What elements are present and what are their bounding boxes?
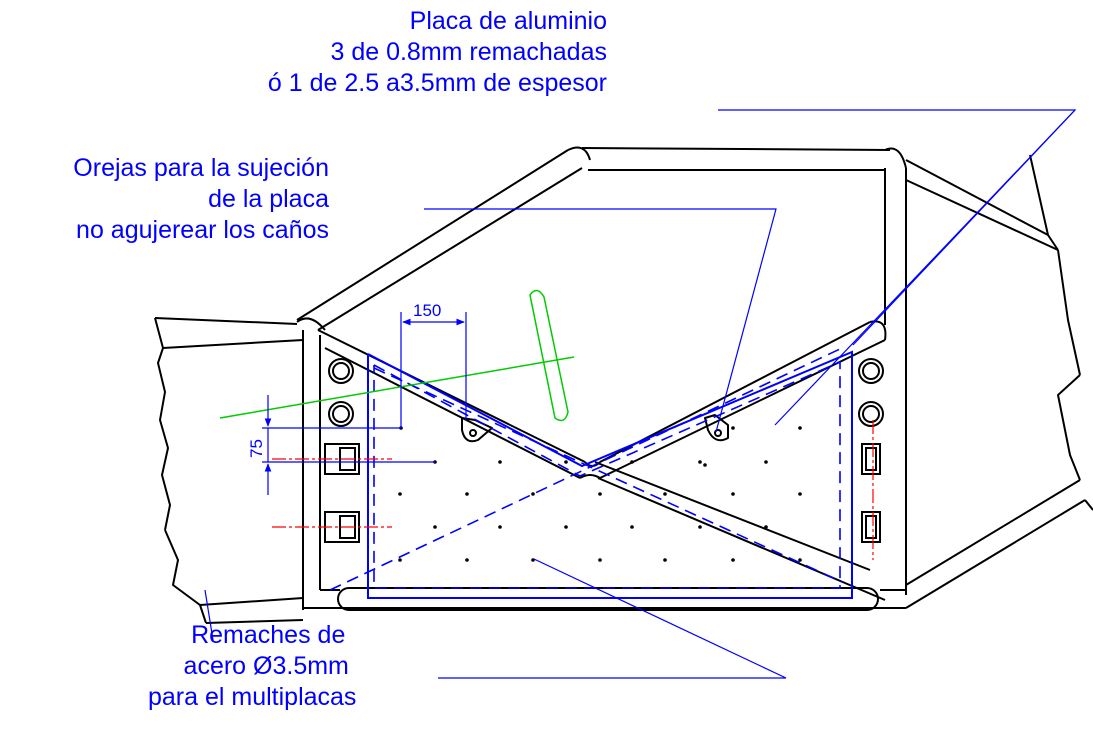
note-aluminum-plate-line: Placa de aluminio [409, 7, 607, 35]
note-ears-line: no agujerear los caños [76, 216, 329, 244]
reference-lines [219, 289, 575, 422]
left-vertical-tube [296, 317, 326, 610]
left-ear [461, 417, 493, 443]
left-tube-fittings [324, 358, 360, 543]
right-vertical-tube [884, 147, 907, 595]
note-aluminum-plate-line: 3 de 0.8mm remachadas [330, 38, 607, 66]
right-ear [704, 414, 729, 442]
centerlines [272, 420, 874, 560]
note-rivets-line: acero Ø3.5mm [183, 652, 349, 680]
upper-left-diagonal-tube [296, 146, 591, 331]
note-rivets: Remaches de acero Ø3.5mm para el multipl… [148, 620, 356, 713]
lower-right-diagonal-tube [905, 374, 1093, 609]
upper-right-diagonal-tube [905, 154, 1081, 376]
note-aluminum-plate: Placa de aluminio 3 de 0.8mm remachadas … [268, 6, 607, 99]
note-rivets-line: para el multiplacas [148, 683, 357, 711]
note-ears-line: de la placa [208, 185, 329, 213]
dimension-75-label: 75 [247, 439, 266, 458]
dimension-150-label: 150 [413, 301, 441, 320]
plate-dashed-lines [329, 347, 843, 591]
note-aluminum-plate-line: ó 1 de 2.5 a3.5mm de espesor [267, 69, 607, 97]
left-tube [154, 317, 304, 624]
plate-outline [367, 350, 853, 599]
dimension-75 [262, 395, 435, 495]
top-tube [581, 147, 891, 171]
note-rivets-line: Remaches de [191, 621, 346, 649]
right-tube-fittings [858, 358, 884, 543]
note-ears-line: Orejas para la sujeción [73, 154, 329, 182]
inner-v-tubes [317, 320, 887, 601]
note-ears: Orejas para la sujeción de la placa no a… [73, 153, 329, 246]
dimension-150 [400, 312, 467, 428]
rivet-dots [398, 426, 802, 562]
leader-lines [204, 109, 1077, 679]
